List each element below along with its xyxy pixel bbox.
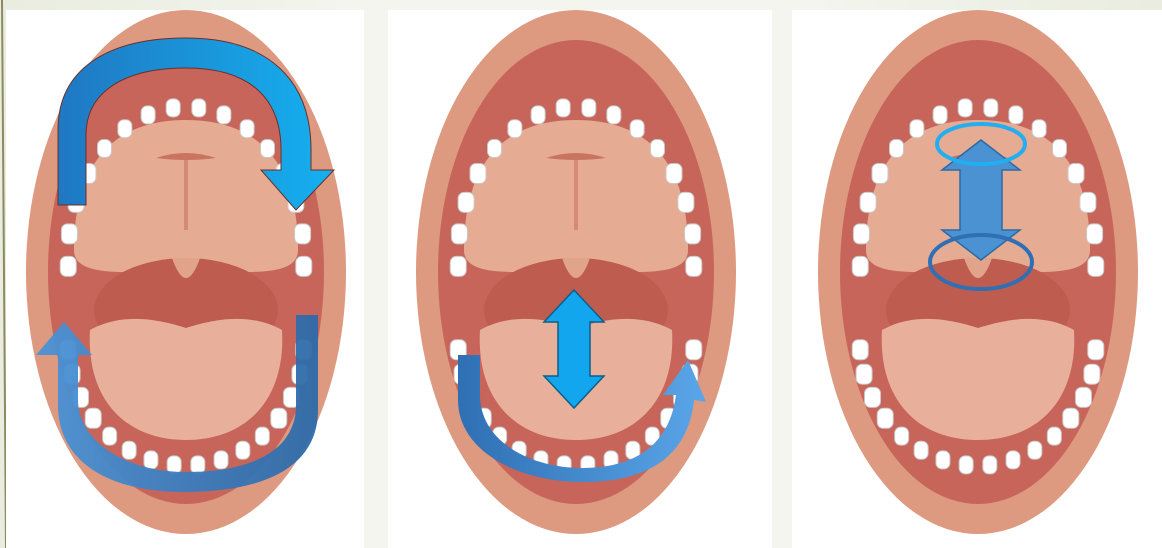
upper-tooth: [607, 106, 621, 124]
upper-tooth: [650, 140, 664, 158]
upper-tooth: [852, 256, 868, 276]
upper-tooth: [295, 224, 311, 244]
upper-tooth: [166, 99, 180, 117]
lower-tooth: [877, 408, 893, 428]
lower-tooth: [895, 427, 909, 445]
lower-tooth: [85, 408, 101, 428]
lower-tooth: [191, 456, 205, 474]
lower-tooth: [1028, 441, 1042, 459]
lower-tooth: [1006, 451, 1020, 469]
lower-tooth: [1063, 408, 1079, 428]
lower-tooth: [1047, 427, 1061, 445]
mouth-panel-2: [388, 10, 772, 548]
mouth-panel-1: [6, 10, 364, 548]
lower-tooth: [959, 456, 973, 474]
upper-tooth: [1032, 120, 1046, 138]
mouth-illustration-3: [792, 10, 1162, 548]
upper-tooth: [1068, 163, 1084, 183]
lower-tooth: [914, 441, 928, 459]
upper-tooth: [910, 120, 924, 138]
upper-tooth: [630, 120, 644, 138]
lower-tooth: [122, 441, 136, 459]
mouth-panel-3: [792, 10, 1162, 548]
mouth-illustration-1: [6, 10, 364, 548]
upper-tooth: [958, 99, 972, 117]
upper-tooth: [984, 99, 998, 117]
upper-tooth: [872, 163, 888, 183]
upper-tooth: [1088, 256, 1104, 276]
lower-tooth: [1075, 387, 1091, 407]
upper-tooth: [451, 224, 467, 244]
palate-midline: [184, 160, 188, 230]
upper-tooth: [470, 163, 486, 183]
lower-tooth: [1088, 340, 1104, 360]
lower-tooth: [255, 427, 269, 445]
upper-tooth: [217, 106, 231, 124]
upper-tooth: [853, 224, 869, 244]
lower-tooth: [852, 340, 868, 360]
upper-tooth: [260, 140, 274, 158]
upper-tooth: [192, 99, 206, 117]
lower-tooth: [271, 408, 287, 428]
upper-tooth: [933, 106, 947, 124]
lower-tooth: [236, 441, 250, 459]
upper-tooth: [98, 140, 112, 158]
lower-tooth: [214, 451, 228, 469]
upper-tooth: [531, 106, 545, 124]
upper-tooth: [1009, 106, 1023, 124]
mouth-illustration-2: [388, 10, 772, 548]
lower-tooth: [936, 451, 950, 469]
upper-tooth: [685, 224, 701, 244]
lower-tooth: [865, 387, 881, 407]
upper-tooth: [582, 99, 596, 117]
lower-tooth: [983, 456, 997, 474]
upper-tooth: [890, 140, 904, 158]
upper-tooth: [488, 140, 502, 158]
upper-tooth: [1087, 224, 1103, 244]
lower-tooth: [1084, 364, 1100, 384]
upper-tooth: [508, 120, 522, 138]
lower-tooth: [144, 451, 158, 469]
upper-tooth: [141, 106, 155, 124]
upper-tooth: [1052, 140, 1066, 158]
upper-tooth: [450, 256, 466, 276]
upper-tooth: [1080, 192, 1096, 212]
upper-tooth: [61, 224, 77, 244]
upper-tooth: [458, 192, 474, 212]
upper-tooth: [686, 256, 702, 276]
lower-tooth: [167, 456, 181, 474]
upper-tooth: [296, 256, 312, 276]
upper-tooth: [118, 120, 132, 138]
upper-tooth: [860, 192, 876, 212]
upper-tooth: [240, 120, 254, 138]
lower-tooth: [686, 340, 702, 360]
upper-tooth: [678, 192, 694, 212]
upper-tooth: [666, 163, 682, 183]
lower-tooth: [856, 364, 872, 384]
upper-tooth: [556, 99, 570, 117]
lower-tooth: [103, 427, 117, 445]
upper-tooth: [60, 256, 76, 276]
palate-midline: [574, 160, 578, 230]
